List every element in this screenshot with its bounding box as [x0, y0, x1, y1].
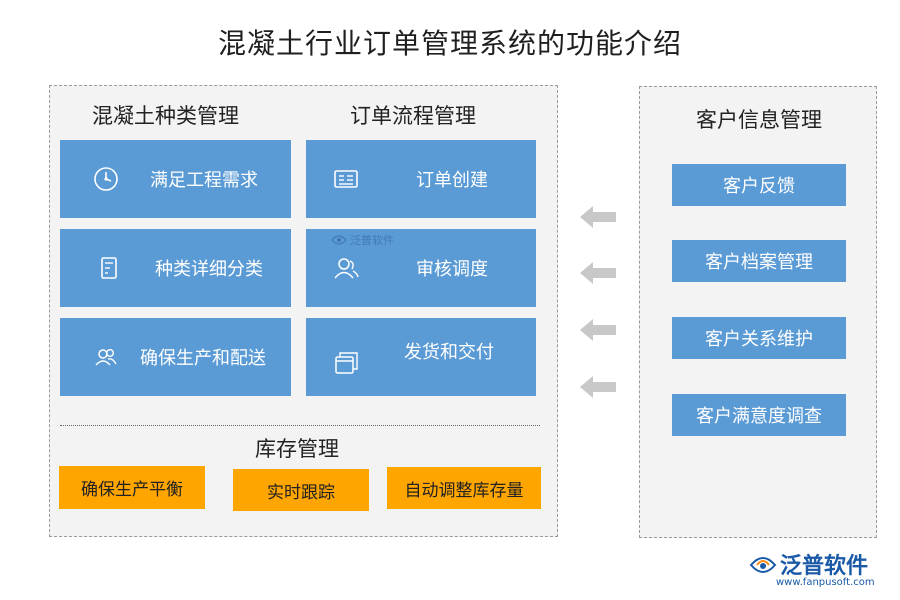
- order-item-1-label: 订单创建: [416, 170, 488, 191]
- customer-item-3: 客户关系维护: [672, 317, 846, 359]
- concrete-item-1: 满足工程需求: [60, 140, 291, 218]
- document-icon: [95, 254, 123, 282]
- customer-section-title: 客户信息管理: [696, 108, 822, 132]
- user-icon: [332, 254, 360, 282]
- order-item-2-label: 审核调度: [416, 259, 488, 280]
- brand-logo-icon: [749, 557, 777, 573]
- inventory-item-2: 实时跟踪: [233, 469, 369, 511]
- arrow-left-icon: [578, 258, 618, 288]
- customer-item-4: 客户满意度调查: [672, 394, 846, 436]
- section-divider: [60, 425, 540, 426]
- customer-item-2: 客户档案管理: [672, 240, 846, 282]
- order-item-2: 审核调度: [306, 229, 536, 307]
- people-icon: [92, 343, 120, 371]
- concrete-item-2-label: 种类详细分类: [155, 259, 263, 280]
- watermark: 泛普软件: [330, 232, 394, 248]
- inventory-section-title: 库存管理: [255, 437, 339, 461]
- order-item-3-label: 发货和交付: [404, 342, 494, 363]
- watermark-text: 泛普软件: [350, 234, 394, 247]
- brand-logo-name: 泛普软件: [780, 554, 869, 579]
- customer-item-1: 客户反馈: [672, 164, 846, 206]
- order-item-1: 订单创建: [306, 140, 536, 218]
- concrete-item-3-label: 确保生产和配送: [140, 348, 266, 369]
- concrete-item-2: 种类详细分类: [60, 229, 291, 307]
- brand-logo: 泛普软件 www.fanpusoft.com: [748, 548, 888, 592]
- watermark-logo-icon: [331, 235, 347, 245]
- clock-icon: [92, 165, 120, 193]
- diagram-title: 混凝土行业订单管理系统的功能介绍: [217, 27, 682, 60]
- window-icon: [332, 349, 360, 377]
- concrete-item-3: 确保生产和配送: [60, 318, 291, 396]
- concrete-section-title: 混凝土种类管理: [92, 104, 239, 128]
- order-item-3: 发货和交付: [306, 318, 536, 396]
- inventory-item-1: 确保生产平衡: [59, 466, 205, 509]
- form-icon: [332, 165, 360, 193]
- brand-logo-url: www.fanpusoft.com: [776, 577, 875, 588]
- arrow-left-icon: [578, 315, 618, 345]
- order-section-title: 订单流程管理: [350, 104, 476, 128]
- arrow-left-icon: [578, 202, 618, 232]
- inventory-item-3: 自动调整库存量: [387, 467, 541, 509]
- arrow-left-icon: [578, 372, 618, 402]
- right-panel: [639, 86, 877, 538]
- concrete-item-1-label: 满足工程需求: [150, 170, 258, 191]
